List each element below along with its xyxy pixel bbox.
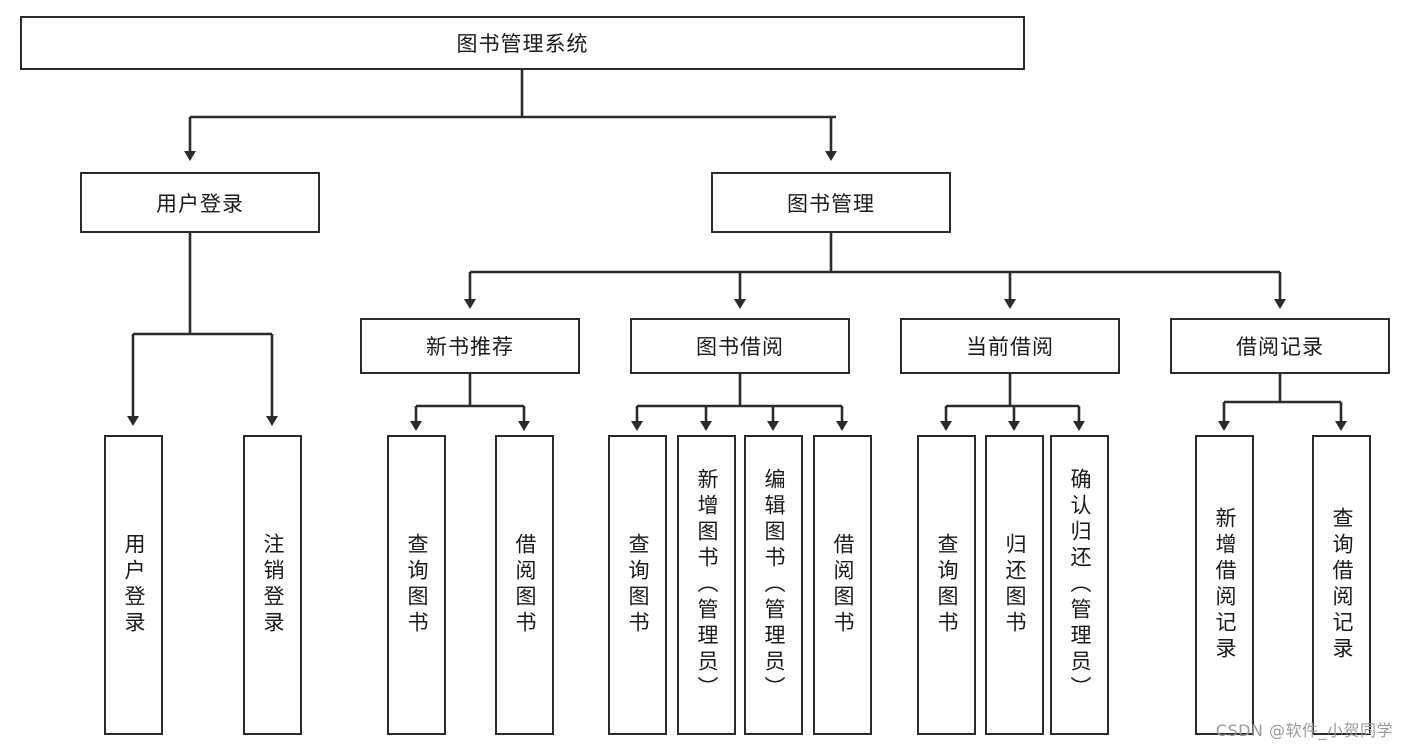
node-user-login[interactable]: 用户登录 (80, 172, 320, 233)
node-leaf-add-record-label: 新增借阅记录 (1213, 507, 1237, 663)
node-leaf-borrow-book-2-label: 借阅图书 (831, 533, 855, 637)
node-new-book-recommend-label: 新书推荐 (426, 335, 514, 359)
node-root[interactable]: 图书管理系统 (20, 16, 1025, 70)
node-leaf-edit-book[interactable]: 编辑图书（管理员） (744, 435, 803, 735)
node-borrow-record-label: 借阅记录 (1236, 335, 1324, 359)
node-new-book-recommend[interactable]: 新书推荐 (360, 318, 580, 374)
node-root-label: 图书管理系统 (456, 32, 589, 56)
node-leaf-return-book-label: 归还图书 (1003, 533, 1027, 637)
node-current-borrow-label: 当前借阅 (966, 335, 1054, 359)
watermark-text: CSDN @软件_小贺同学 (1215, 721, 1393, 740)
node-book-borrow-label: 图书借阅 (696, 335, 784, 359)
node-leaf-user-login-label: 用户登录 (122, 533, 146, 637)
node-leaf-add-book-label: 新增图书（管理员） (695, 468, 719, 702)
node-leaf-query-record[interactable]: 查询借阅记录 (1312, 435, 1371, 735)
node-leaf-query-book-1[interactable]: 查询图书 (387, 435, 446, 735)
node-leaf-add-record[interactable]: 新增借阅记录 (1195, 435, 1254, 735)
node-leaf-borrow-book-2[interactable]: 借阅图书 (813, 435, 872, 735)
node-leaf-query-book-3-label: 查询图书 (935, 533, 959, 637)
node-book-manage[interactable]: 图书管理 (711, 172, 951, 233)
node-leaf-query-book-1-label: 查询图书 (405, 533, 429, 637)
node-leaf-query-book-2[interactable]: 查询图书 (608, 435, 667, 735)
node-leaf-user-login[interactable]: 用户登录 (104, 435, 163, 735)
node-book-manage-label: 图书管理 (787, 191, 875, 216)
node-leaf-borrow-book-1-label: 借阅图书 (513, 533, 537, 637)
node-leaf-edit-book-label: 编辑图书（管理员） (762, 468, 786, 702)
node-book-borrow[interactable]: 图书借阅 (630, 318, 850, 374)
node-leaf-add-book[interactable]: 新增图书（管理员） (677, 435, 736, 735)
node-leaf-query-book-2-label: 查询图书 (626, 533, 650, 637)
node-leaf-query-record-label: 查询借阅记录 (1330, 507, 1354, 663)
node-leaf-confirm-return-label: 确认归还（管理员） (1068, 468, 1092, 702)
node-borrow-record[interactable]: 借阅记录 (1170, 318, 1390, 374)
node-leaf-borrow-book-1[interactable]: 借阅图书 (495, 435, 554, 735)
node-user-login-label: 用户登录 (156, 191, 244, 216)
node-leaf-logout-login[interactable]: 注销登录 (243, 435, 302, 735)
node-leaf-logout-login-label: 注销登录 (261, 533, 285, 637)
node-leaf-return-book[interactable]: 归还图书 (985, 435, 1044, 735)
node-current-borrow[interactable]: 当前借阅 (900, 318, 1120, 374)
node-leaf-query-book-3[interactable]: 查询图书 (917, 435, 976, 735)
node-leaf-confirm-return[interactable]: 确认归还（管理员） (1050, 435, 1109, 735)
